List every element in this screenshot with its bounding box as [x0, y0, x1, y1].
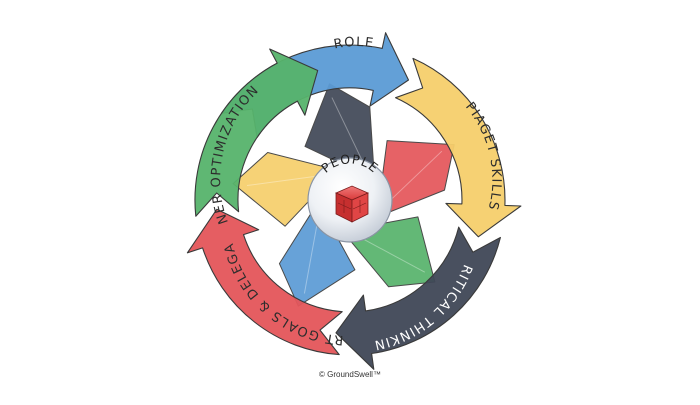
cycle-arrows — [186, 32, 522, 370]
label-role: ROLE — [333, 35, 376, 52]
blade-dark-crease — [331, 97, 368, 171]
inner-optimization-arrow — [194, 48, 319, 217]
copyright-notice: © GroundSwell™ — [319, 370, 381, 379]
red-cube-icon — [335, 185, 369, 223]
blade-green-crease — [353, 233, 426, 273]
critical-thinking-arrow — [335, 226, 501, 370]
center-hub: PEOPLE — [307, 151, 393, 243]
smart-goals-arrow — [186, 208, 343, 356]
blade-red-crease — [382, 150, 443, 208]
blade-yellow-crease — [246, 174, 328, 187]
piaget-skills-arrow — [395, 57, 522, 238]
blade-blue-crease — [303, 213, 320, 294]
